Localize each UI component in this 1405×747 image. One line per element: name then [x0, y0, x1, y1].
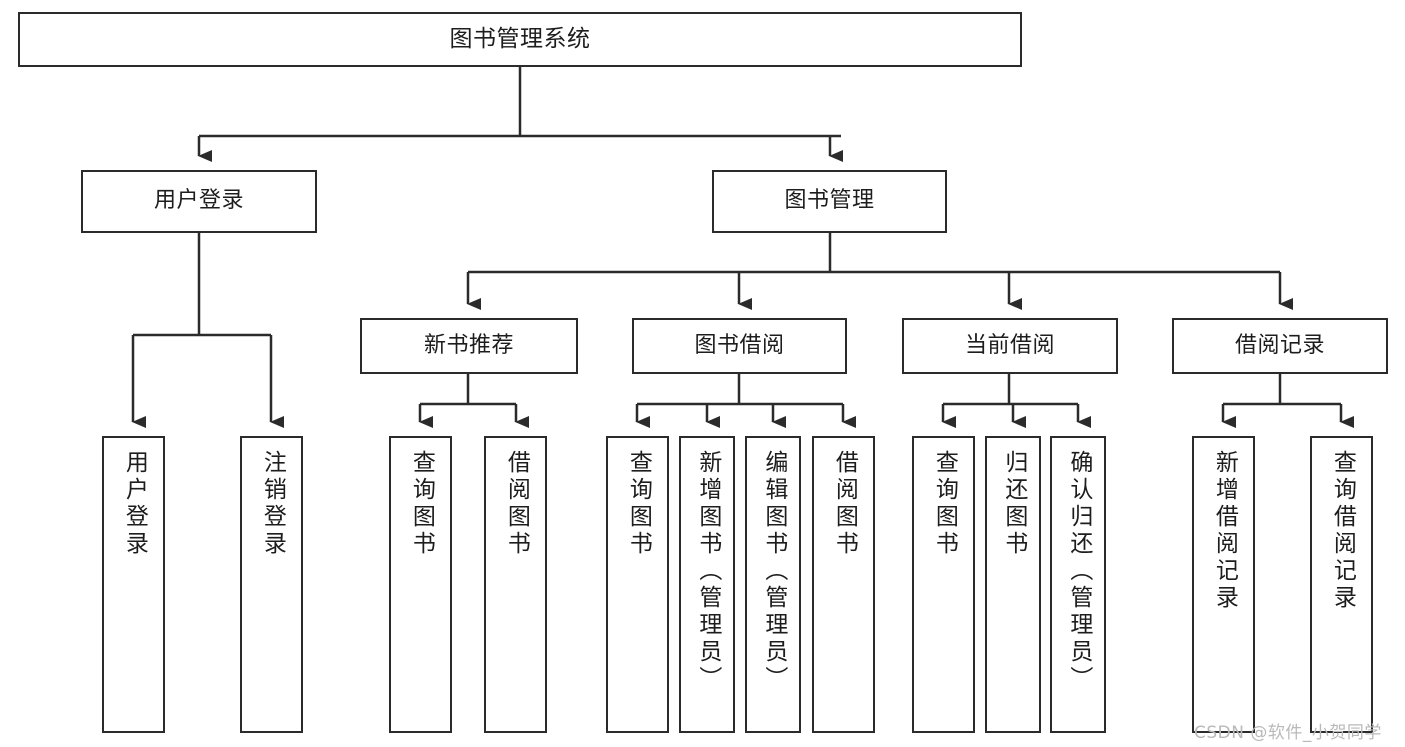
node-current-borrow-label: 当前借阅 [964, 332, 1055, 358]
node-leaf-edit-book[interactable]: 编辑图书（管理员） [745, 436, 801, 733]
csdn-watermark: CSDN @软件_小贺同学 [1194, 723, 1382, 743]
node-leaf-query-book-3[interactable]: 查询图书 [912, 436, 975, 733]
node-leaf-query-record[interactable]: 查询借阅记录 [1310, 436, 1373, 733]
node-leaf-query-book-1-label: 查询图书 [408, 450, 435, 558]
node-leaf-query-book-2[interactable]: 查询图书 [606, 436, 669, 733]
node-leaf-borrow-book-1-label: 借阅图书 [503, 450, 530, 558]
node-borrow-record[interactable]: 借阅记录 [1172, 318, 1388, 374]
node-leaf-add-record[interactable]: 新增借阅记录 [1192, 436, 1255, 733]
node-leaf-user-login[interactable]: 用户登录 [102, 436, 165, 733]
node-book-management-label: 图书管理 [784, 188, 875, 214]
node-new-book-recommend-label: 新书推荐 [423, 332, 514, 358]
node-leaf-return-book-label: 归还图书 [1000, 450, 1027, 558]
node-leaf-confirm-return-label: 确认归还（管理员） [1065, 450, 1092, 693]
node-book-borrow-label: 图书借阅 [694, 332, 785, 358]
node-book-management[interactable]: 图书管理 [712, 170, 947, 233]
node-leaf-query-book-3-label: 查询图书 [931, 450, 958, 558]
node-new-book-recommend[interactable]: 新书推荐 [360, 318, 578, 374]
node-user-login[interactable]: 用户登录 [81, 170, 317, 233]
node-leaf-confirm-return[interactable]: 确认归还（管理员） [1050, 436, 1106, 733]
node-leaf-borrow-book-2[interactable]: 借阅图书 [812, 436, 875, 733]
node-leaf-add-book-label: 新增图书（管理员） [694, 450, 721, 693]
node-leaf-user-login-label: 用户登录 [121, 450, 148, 558]
node-leaf-query-record-label: 查询借阅记录 [1329, 450, 1356, 612]
node-leaf-query-book-2-label: 查询图书 [625, 450, 652, 558]
node-borrow-record-label: 借阅记录 [1234, 332, 1325, 358]
node-root[interactable]: 图书管理系统 [18, 12, 1022, 67]
node-leaf-borrow-book-1[interactable]: 借阅图书 [484, 436, 547, 733]
node-leaf-add-book[interactable]: 新增图书（管理员） [679, 436, 735, 733]
node-root-label: 图书管理系统 [449, 25, 591, 52]
node-leaf-logout-label: 注销登录 [259, 450, 286, 558]
node-book-borrow[interactable]: 图书借阅 [632, 318, 847, 374]
node-leaf-borrow-book-2-label: 借阅图书 [831, 450, 858, 558]
node-leaf-query-book-1[interactable]: 查询图书 [389, 436, 452, 733]
node-leaf-logout[interactable]: 注销登录 [240, 436, 303, 733]
node-current-borrow[interactable]: 当前借阅 [902, 318, 1118, 374]
node-leaf-return-book[interactable]: 归还图书 [985, 436, 1041, 733]
node-leaf-add-record-label: 新增借阅记录 [1211, 450, 1238, 612]
node-user-login-label: 用户登录 [153, 188, 244, 214]
node-leaf-edit-book-label: 编辑图书（管理员） [760, 450, 787, 693]
